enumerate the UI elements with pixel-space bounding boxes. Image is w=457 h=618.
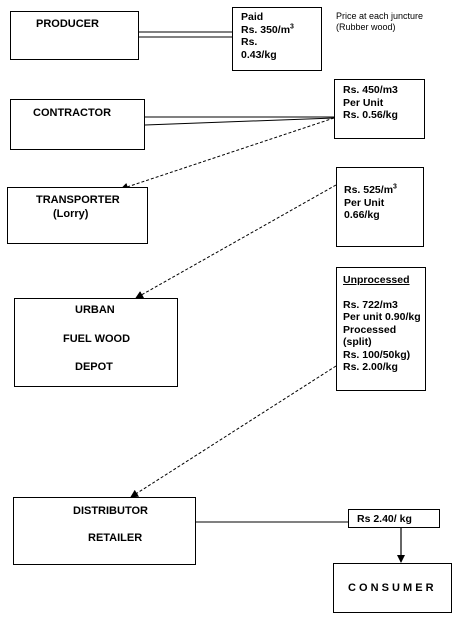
contractor-price-text: Rs. 450/m3 Per Unit Rs. 0.56/kg xyxy=(343,84,398,122)
distributor-label-line1: DISTRIBUTOR xyxy=(73,505,148,517)
depot-price-line7: Rs. 2.00/kg xyxy=(343,361,398,373)
producer-box: PRODUCER xyxy=(10,11,139,60)
transporter-price-line1: Rs. 525/m3 xyxy=(344,183,397,197)
contractor-box: CONTRACTOR xyxy=(10,99,145,150)
contractor-price-box: Rs. 450/m3 Per Unit Rs. 0.56/kg xyxy=(334,79,425,139)
depot-price-box: Unprocessed Rs. 722/m3 Per unit 0.90/kg … xyxy=(336,267,426,391)
contractor-price-line2: Per Unit xyxy=(343,96,384,109)
producer-price-line3: Rs. xyxy=(241,36,258,48)
contractor-price-line3: Rs. 0.56/kg xyxy=(343,109,398,121)
arrow-to-distributor xyxy=(130,365,337,498)
depot-price-line4: Processed xyxy=(343,323,397,336)
arrow-to-transporter xyxy=(120,117,335,191)
transporter-price-text: Rs. 525/m3 Per Unit 0.66/kg xyxy=(344,184,397,222)
depot-label-line2: FUEL WOOD xyxy=(63,333,131,345)
depot-price-line2: Rs. 722/m3 xyxy=(343,298,398,311)
depot-price-line1: Unprocessed xyxy=(343,274,410,286)
depot-price-line6: Rs. 100/50kg) xyxy=(343,348,411,361)
price-note: Price at each juncture (Rubber wood) xyxy=(336,11,423,33)
producer-label: PRODUCER xyxy=(36,18,99,30)
producer-price-box: Paid Rs. 350/m3 Rs. 0.43/kg xyxy=(232,7,322,71)
consumer-label: C O N S U M E R xyxy=(348,582,434,594)
producer-price-line1: Paid xyxy=(241,11,264,23)
producer-price-line2: Rs. 350/m3 xyxy=(241,23,294,36)
transporter-price-line3: 0.66/kg xyxy=(344,209,380,221)
transporter-label-line1: TRANSPORTER xyxy=(36,194,120,206)
distributor-price-line1: Rs 2.40/ kg xyxy=(357,513,412,525)
contractor-price-line1: Rs. 450/m3 xyxy=(343,84,398,96)
depot-label-line3: DEPOT xyxy=(75,361,113,373)
producer-price-line4: 0.43/kg xyxy=(241,48,277,61)
depot-price-text: Unprocessed Rs. 722/m3 Per unit 0.90/kg … xyxy=(343,274,421,374)
price-note-line2: (Rubber wood) xyxy=(336,22,396,32)
depot-price-line5: (split) xyxy=(343,336,372,348)
consumer-box: C O N S U M E R xyxy=(333,563,452,613)
arrow-to-depot xyxy=(135,184,337,299)
distributor-price-box: Rs 2.40/ kg xyxy=(348,509,440,528)
depot-price-line3: Per unit 0.90/kg xyxy=(343,311,421,323)
depot-box: URBAN FUEL WOOD DEPOT xyxy=(14,298,178,387)
contractor-price-link xyxy=(144,117,335,126)
transporter-label-line2: (Lorry) xyxy=(53,208,89,220)
transporter-price-line2: Per Unit xyxy=(344,196,385,209)
producer-price-text: Paid Rs. 350/m3 Rs. 0.43/kg xyxy=(241,11,294,61)
distributor-label-line2: RETAILER xyxy=(88,532,143,544)
transporter-box: TRANSPORTER (Lorry) xyxy=(7,187,148,244)
distributor-box: DISTRIBUTOR RETAILER xyxy=(13,497,196,565)
transporter-price-box: Rs. 525/m3 Per Unit 0.66/kg xyxy=(336,167,424,247)
contractor-label: CONTRACTOR xyxy=(33,107,112,119)
price-note-line1: Price at each juncture xyxy=(336,11,424,21)
depot-label-line1: URBAN xyxy=(75,304,115,316)
